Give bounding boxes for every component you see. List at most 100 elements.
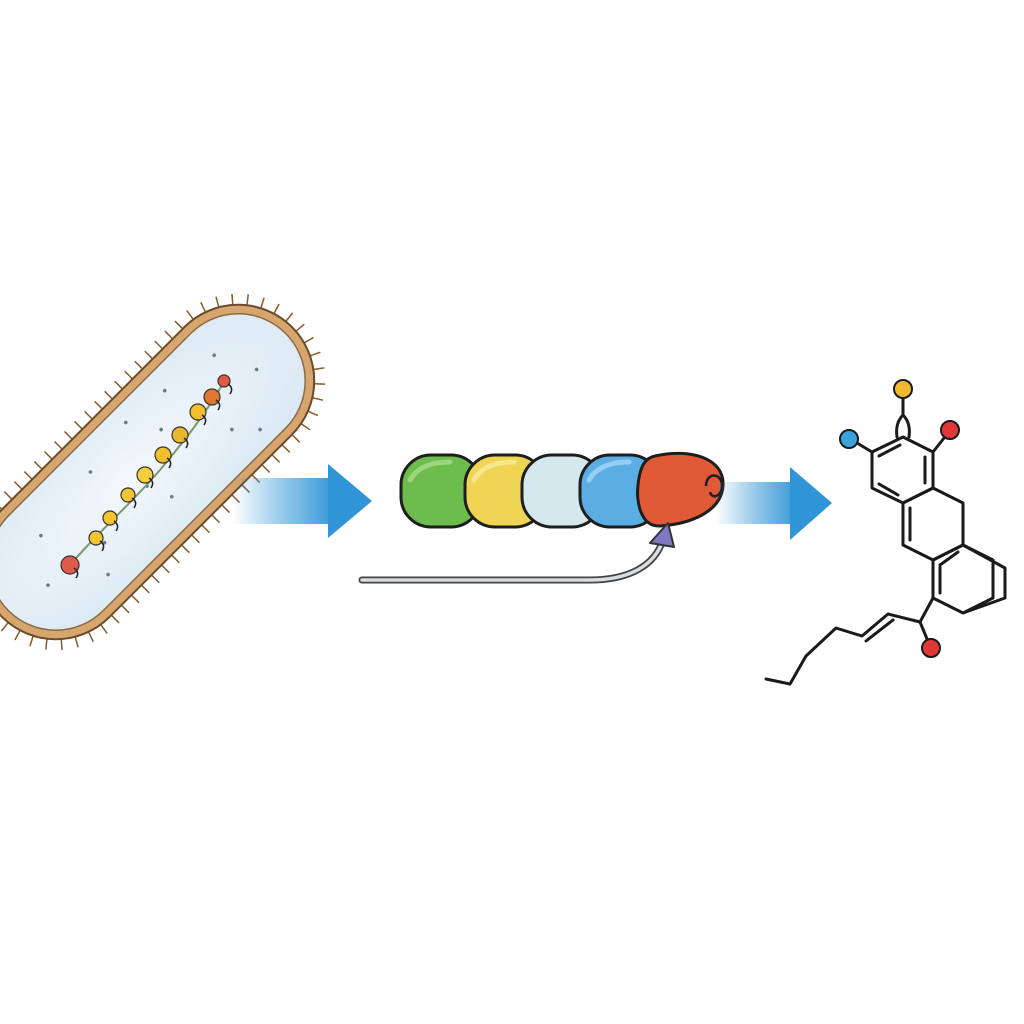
pilus <box>3 491 13 500</box>
pilus <box>215 296 220 308</box>
cytoplasm-dot <box>169 494 174 499</box>
atom-blue <box>839 429 859 449</box>
gene-bead-hook <box>99 540 105 552</box>
pilus <box>29 635 34 647</box>
pilus <box>14 629 21 641</box>
pilus <box>140 584 150 594</box>
gene-bead <box>88 530 104 546</box>
pilus <box>104 390 113 400</box>
pilus <box>134 360 144 370</box>
pilus <box>0 501 3 511</box>
gene-bead-hook <box>183 437 189 449</box>
pilus <box>0 622 9 632</box>
pilus <box>246 294 249 306</box>
gene-bead-hook <box>227 383 233 395</box>
cytoplasm-dot <box>123 420 128 425</box>
pilus <box>261 464 271 473</box>
pilus <box>164 330 174 340</box>
pilus <box>201 524 210 534</box>
gene-bead-hook <box>73 567 79 579</box>
atom-red-top <box>940 420 960 440</box>
pilus <box>87 631 94 643</box>
pilus <box>221 504 231 514</box>
pilus <box>63 430 73 440</box>
pilus <box>181 544 190 554</box>
pilus <box>295 323 305 332</box>
pilus <box>281 444 291 453</box>
pilus <box>94 400 103 410</box>
atom-orange <box>893 379 913 399</box>
cytoplasm-dot <box>230 427 234 432</box>
cytoplasm-dot <box>258 427 262 432</box>
gene-bead-hook <box>215 399 221 411</box>
cytoplasm-dot <box>159 427 163 432</box>
cytoplasm-dot <box>212 353 216 358</box>
pilus <box>110 614 120 624</box>
pilus <box>114 380 124 390</box>
pilus <box>60 638 63 651</box>
molecule-atoms <box>839 379 960 658</box>
pilus <box>154 340 164 350</box>
pilus <box>174 320 184 330</box>
polyketide-molecule <box>764 395 1007 686</box>
pilus <box>74 420 83 430</box>
gene-bead <box>203 388 221 406</box>
gene-bead <box>189 403 207 421</box>
pilus <box>260 297 265 309</box>
gene-cluster <box>60 374 233 579</box>
pilus <box>45 638 48 650</box>
pilus <box>271 454 281 463</box>
gene-bead <box>136 466 154 484</box>
curved-arrow-head <box>649 522 675 548</box>
cytoplasm-dot <box>102 540 107 545</box>
gene-bead <box>171 426 189 444</box>
pilus <box>191 534 200 544</box>
pilus <box>100 624 108 634</box>
cytoplasm-dot <box>46 583 50 587</box>
pilus <box>150 574 160 584</box>
cytoplasm-dots <box>39 353 262 587</box>
pilus <box>200 301 207 313</box>
gene-bead-hook <box>201 414 207 426</box>
gene-bead <box>60 555 80 575</box>
cytoplasm-dot <box>88 470 93 474</box>
pilus <box>273 303 280 315</box>
cytoplasm-dot <box>106 572 110 577</box>
pilus <box>314 382 326 385</box>
pilus <box>53 440 63 450</box>
pilus <box>43 450 53 460</box>
pilus <box>309 351 321 357</box>
pilus <box>231 293 234 306</box>
cytoplasm-dot <box>39 533 43 538</box>
pilus <box>291 433 301 443</box>
gene-bead <box>102 510 118 526</box>
gene-bead <box>217 374 231 388</box>
pilus <box>313 367 325 371</box>
pilus <box>186 310 194 320</box>
flow-arrow-1 <box>232 464 372 538</box>
curved-feed-arrow <box>358 536 667 584</box>
pilus <box>84 410 93 420</box>
pilus <box>160 564 170 574</box>
pilus <box>144 350 154 360</box>
atom-red-chain <box>921 638 941 658</box>
pilus <box>300 422 311 431</box>
gene-bead <box>120 487 136 503</box>
gene-bead-hook <box>148 477 154 489</box>
flow-arrow-2 <box>715 467 832 540</box>
cytoplasm-dot <box>162 388 167 393</box>
bacterial-cell <box>0 293 326 651</box>
pilus <box>13 481 23 490</box>
pilus <box>285 312 294 322</box>
gene-bead <box>154 446 172 464</box>
enzyme-module-chain <box>358 451 725 584</box>
pilus <box>33 461 43 470</box>
pilus <box>130 594 140 604</box>
pilus <box>303 336 315 344</box>
pilus <box>170 554 180 564</box>
cytoplasm-dot <box>254 367 259 372</box>
module-5 <box>636 451 725 528</box>
gene-bead-hook <box>131 497 137 509</box>
